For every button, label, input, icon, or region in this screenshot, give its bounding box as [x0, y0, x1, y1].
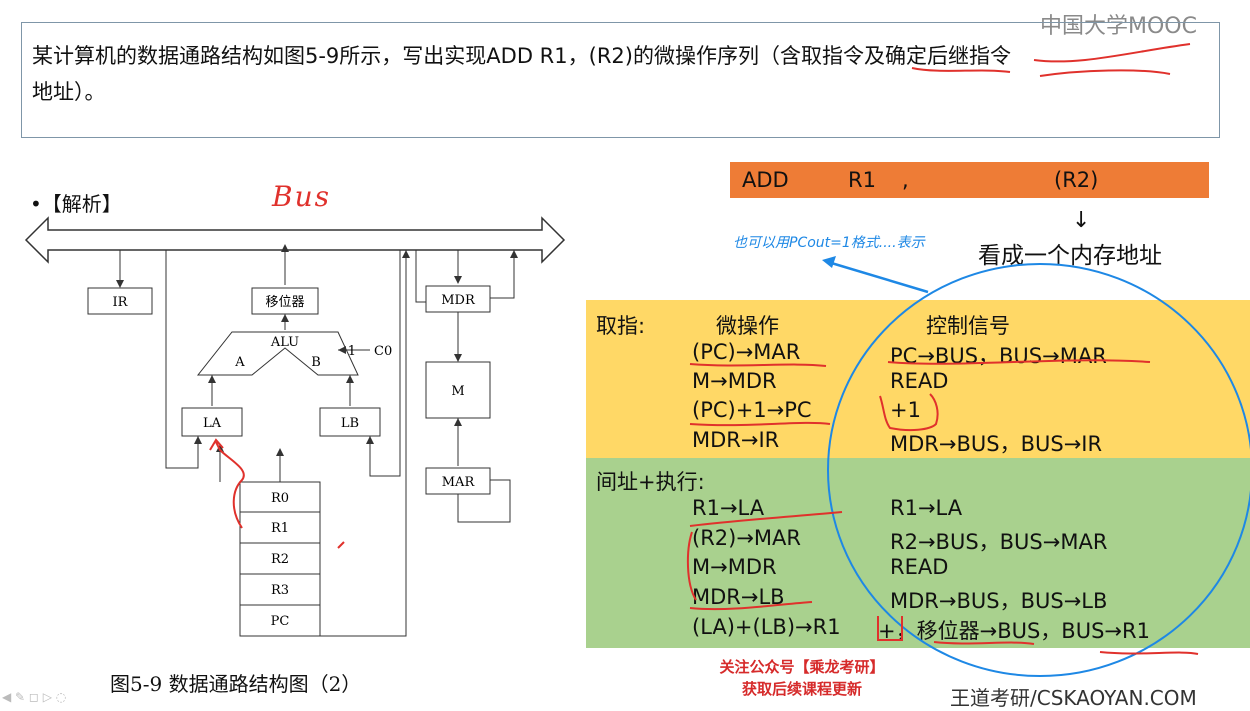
datapath-diagram: IR 移位器 ALU A B 1 C0 LA LB R0 R1 R2 R3 PC…	[24, 216, 566, 637]
reg-r1: R1	[271, 521, 289, 536]
mdr-label: MDR	[441, 293, 476, 308]
question-line-1: 某计算机的数据通路结构如图5-9所示，写出实现ADD R1，(R2)的微操作序列…	[32, 44, 1011, 68]
fetch-signal-3: +1	[890, 398, 921, 422]
analysis-label: •【解析】	[30, 192, 122, 216]
instruction-r1: R1	[848, 168, 876, 192]
c0-label: C0	[374, 344, 392, 359]
handwritten-bus-label: Bus	[272, 180, 331, 213]
execute-panel: 间址+执行: R1→LA R1→LA (R2)→MAR R2→BUS，BUS→M…	[586, 458, 1250, 648]
alu-a-label: A	[234, 355, 245, 370]
question-box	[21, 22, 1220, 138]
instruction-bar: ADD R1 , (R2)	[730, 162, 1209, 198]
mooc-logo: 中国大学MOOC	[1040, 14, 1197, 39]
instruction-r2: (R2)	[1054, 168, 1099, 192]
lb-label: LB	[341, 416, 359, 431]
fetch-micro-2: M→MDR	[692, 369, 777, 393]
fetch-signal-1: PC→BUS，BUS→MAR	[890, 344, 1107, 368]
la-label: LA	[203, 416, 222, 431]
handwritten-red-arrow	[215, 441, 245, 529]
exec-micro-1: R1→LA	[692, 496, 765, 520]
carry-in-label: 1	[348, 344, 356, 359]
annotation-note: 也可以用PCout=1格式....表示	[733, 235, 925, 251]
instruction-comma: ,	[902, 168, 909, 192]
exec-signal-1: R1→LA	[890, 496, 963, 520]
footer-brand: 王道考研/CSKAOYAN.COM	[950, 686, 1197, 710]
instruction-op: ADD	[742, 168, 789, 192]
promo-line-2: 获取后续课程更新	[741, 680, 862, 698]
alu-shape	[196, 331, 359, 376]
ir-box	[87, 287, 153, 315]
mar-box	[425, 467, 491, 495]
exec-signal-3: READ	[890, 555, 949, 579]
exec-micro-3: M→MDR	[692, 555, 777, 579]
fetch-label: 取指:	[596, 314, 646, 338]
fetch-signal-4: MDR→BUS，BUS→IR	[890, 432, 1103, 456]
reg-r2: R2	[271, 552, 289, 567]
down-arrow: ↓	[1072, 208, 1091, 233]
slide-toolbar-icons[interactable]: ◀ ✎ ◻ ▷ ◌	[2, 690, 67, 704]
footer-promo: 关注公众号【乘龙考研】 获取后续课程更新	[712, 656, 892, 700]
bus-arrow	[24, 216, 566, 264]
question-text: 某计算机的数据通路结构如图5-9所示，写出实现ADD R1，(R2)的微操作序列…	[32, 38, 1202, 110]
mar-label: MAR	[442, 475, 476, 490]
blue-pointer-arrow	[827, 260, 929, 294]
lb-box	[319, 407, 381, 437]
figure-caption: 图5-9 数据通路结构图（2）	[110, 672, 362, 696]
exec-signal-4: MDR→BUS，BUS→LB	[890, 589, 1108, 613]
memory-address-note: 看成一个内存地址	[978, 243, 1162, 269]
ir-label: IR	[113, 295, 129, 310]
exec-micro-2: (R2)→MAR	[692, 526, 802, 550]
register-file	[239, 481, 321, 637]
execute-label: 间址+执行:	[596, 470, 705, 494]
fetch-micro-3: (PC)+1→PC	[692, 398, 812, 422]
fetch-signal-2: READ	[890, 369, 949, 393]
exec-micro-4: MDR→LB	[692, 585, 785, 609]
reg-pc: PC	[271, 614, 290, 629]
exec-micro-5: (LA)+(LB)→R1	[692, 615, 841, 639]
promo-line-1: 关注公众号【乘龙考研】	[719, 658, 885, 676]
exec-signal-5: +，移位器→BUS，BUS→R1	[878, 619, 1150, 643]
fetch-micro-4: MDR→IR	[692, 428, 780, 452]
memory-box	[425, 361, 491, 419]
control-signal-header: 控制信号	[926, 314, 1010, 338]
alu-b-label: B	[311, 355, 321, 370]
memory-label: M	[451, 384, 464, 399]
fetch-panel: 取指: 微操作 控制信号 (PC)→MAR PC→BUS，BUS→MAR M→M…	[586, 300, 1250, 458]
micro-op-header: 微操作	[716, 314, 779, 338]
reg-r0: R0	[271, 491, 289, 506]
fetch-micro-1: (PC)→MAR	[692, 340, 801, 364]
alu-label: ALU	[270, 335, 299, 350]
question-line-2: 地址）。	[32, 80, 106, 104]
shifter-box	[251, 287, 319, 315]
shifter-label: 移位器	[265, 295, 304, 310]
mdr-box	[425, 285, 491, 313]
la-box	[181, 407, 243, 437]
reg-r3: R3	[271, 583, 289, 598]
exec-signal-2: R2→BUS，BUS→MAR	[890, 530, 1108, 554]
